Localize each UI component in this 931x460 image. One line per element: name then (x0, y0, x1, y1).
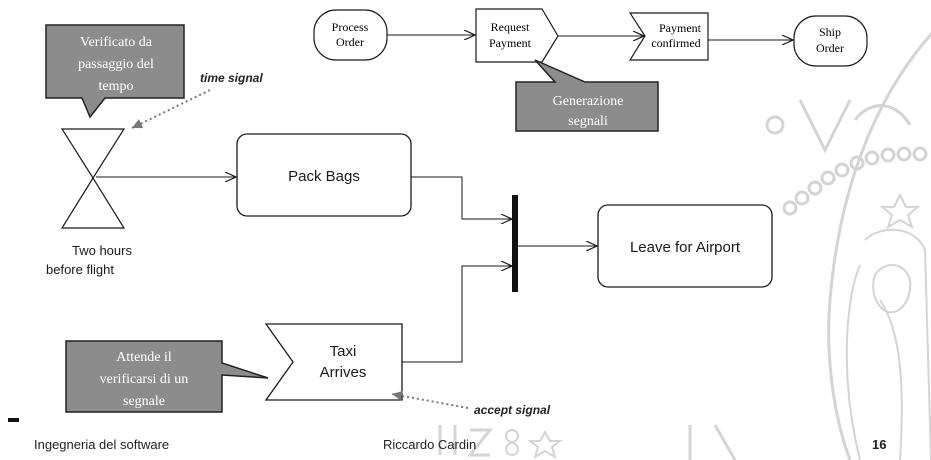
taxi-arrives-line2: Arrives (320, 364, 367, 381)
leave-for-airport-action: Leave for Airport (597, 204, 773, 288)
callout-await-signal: Attende il verificarsi di un segnale (65, 340, 269, 413)
slide-dash (8, 418, 19, 422)
edge-pack-to-join (411, 176, 512, 219)
bead-string (782, 146, 928, 216)
ship-order-line2: Order (816, 41, 844, 55)
accept-signal-label: accept signal (474, 403, 551, 417)
callout-time-passage: Verificato da passaggio del tempo (45, 24, 185, 119)
hourglass-time-event (60, 128, 126, 229)
callout-generation-line2: segnali (568, 114, 608, 129)
payment-confirmed-line1: Payment (659, 21, 702, 35)
taxi-arrives-line1: Taxi (330, 343, 357, 360)
request-payment-send-signal: Request Payment (475, 8, 559, 63)
time-signal-label: time signal (200, 71, 263, 85)
edge-taxi-to-join (402, 266, 512, 363)
request-payment-line1: Request (491, 20, 530, 34)
request-payment-line2: Payment (489, 36, 532, 50)
payment-confirmed-accept-signal: Payment confirmed (628, 12, 709, 61)
footer-author: Riccardo Cardin (383, 437, 477, 452)
footer-page-number: 16 (872, 437, 887, 452)
accept-signal-pointer (391, 390, 469, 409)
two-hours-line2: before flight (46, 262, 114, 277)
footer-course: Ingegneria del software (34, 437, 170, 452)
callout-time-line3: tempo (99, 79, 134, 94)
process-order-line2: Order (336, 35, 364, 49)
taxi-arrives-accept-signal: Taxi Arrives (264, 323, 403, 401)
callout-signal-generation: Generazione segnali (515, 59, 659, 132)
leave-for-airport-label: Leave for Airport (630, 239, 741, 256)
callout-time-line1: Verificato da (80, 35, 153, 50)
callout-await-line3: segnale (123, 394, 165, 409)
payment-confirmed-line2: confirmed (651, 36, 700, 50)
two-hours-line1: Two hours (72, 243, 132, 258)
pack-bags-action: Pack Bags (236, 133, 412, 217)
ship-order-line1: Ship (819, 25, 841, 39)
pack-bags-label: Pack Bags (288, 168, 360, 185)
callout-await-line2: verificarsi di un (100, 372, 189, 387)
seal-watermark (438, 32, 931, 460)
process-order-node: Process Order (313, 9, 388, 61)
process-order-line1: Process (332, 20, 369, 34)
join-bar (512, 195, 518, 292)
ship-order-node: Ship Order (793, 15, 868, 67)
callout-await-line1: Attende il (116, 350, 172, 365)
callout-generation-line1: Generazione (553, 94, 624, 109)
callout-time-line2: passaggio del (78, 57, 154, 72)
